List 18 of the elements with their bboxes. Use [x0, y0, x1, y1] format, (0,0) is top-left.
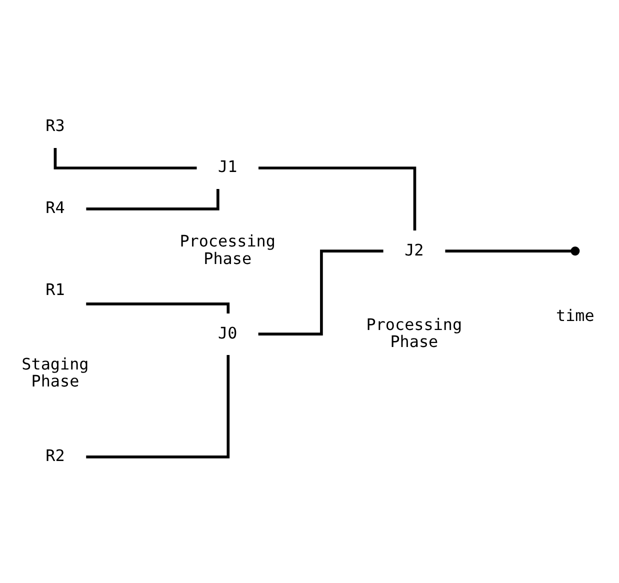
node-text: J0: [218, 322, 238, 342]
connector: [86, 188, 220, 210]
node-text: R2: [46, 446, 65, 465]
label: Staging Phase: [22, 354, 89, 390]
label: time: [556, 306, 594, 325]
label: Processing Phase: [180, 231, 276, 268]
node-text: R1: [46, 280, 65, 299]
node-text: R3: [46, 116, 65, 135]
connector: [54, 147, 197, 169]
node-text: J1: [218, 156, 238, 176]
connector: [86, 354, 230, 458]
connector: [258, 249, 384, 336]
connector: [445, 249, 572, 252]
node-text: J2: [404, 240, 424, 259]
label: Processing Phase: [366, 314, 462, 350]
connector: [258, 166, 416, 230]
node-text: R4: [46, 198, 65, 217]
node-circle: [570, 246, 580, 256]
